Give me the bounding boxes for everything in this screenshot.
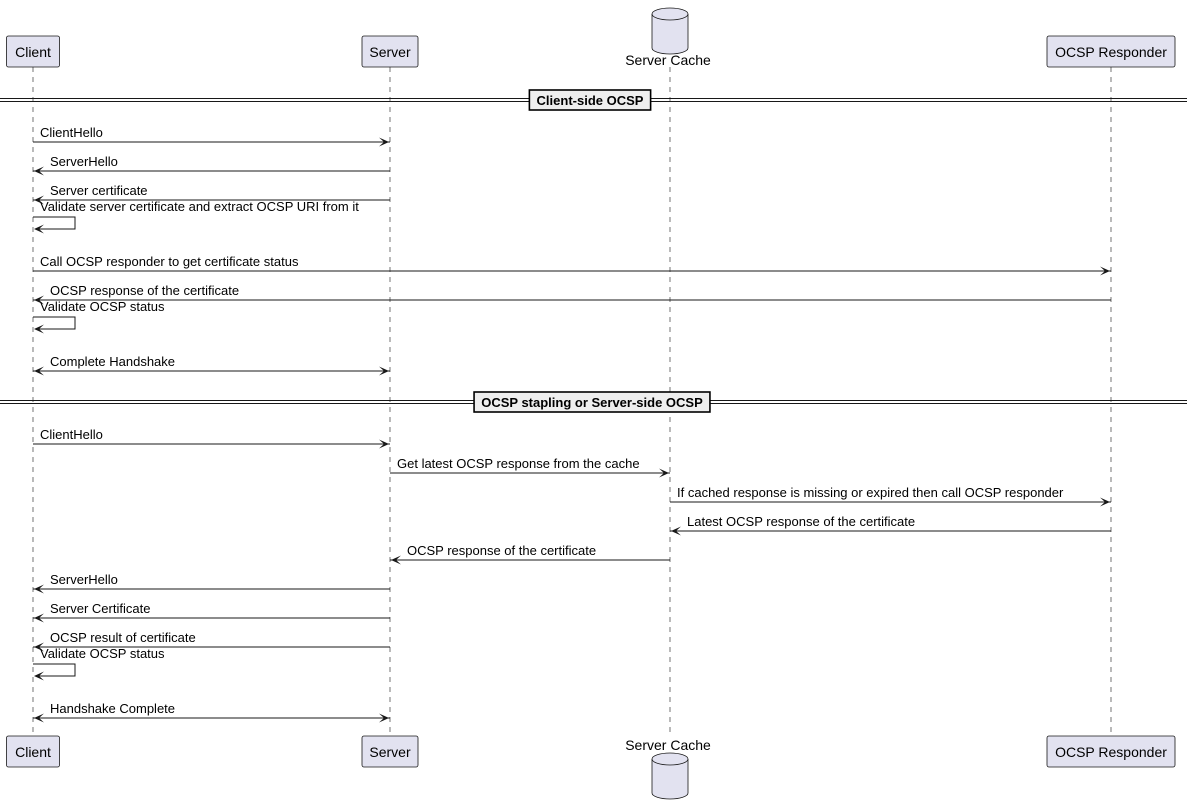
participant-cache-bottom: Server Cache — [625, 737, 711, 800]
message-label: Latest OCSP response of the certificate — [687, 514, 915, 529]
message: ServerHello — [33, 154, 390, 176]
message-label: ServerHello — [50, 572, 118, 587]
section-divider: OCSP stapling or Server-side OCSP — [0, 391, 1187, 413]
sections: Client-side OCSP OCSP stapling or Server-… — [0, 89, 1187, 413]
message-line — [33, 316, 76, 330]
arrowhead — [391, 555, 401, 565]
database-icon — [651, 7, 689, 55]
participant-client-top: Client — [6, 35, 60, 68]
participant-server-bottom: Server — [361, 735, 419, 768]
message-label: If cached response is missing or expired… — [677, 485, 1064, 500]
participant-label: OCSP Responder — [1055, 44, 1167, 60]
arrowhead — [34, 295, 44, 305]
message-label: Get latest OCSP response from the cache — [397, 456, 640, 471]
message: Validate server certificate and extract … — [33, 199, 359, 234]
arrowhead — [34, 613, 44, 623]
arrowhead — [379, 137, 389, 147]
participant-label: Client — [15, 44, 51, 60]
message-label: Validate OCSP status — [40, 646, 165, 661]
participant-label: OCSP Responder — [1055, 744, 1167, 760]
participant-ocsp-top: OCSP Responder — [1046, 35, 1176, 68]
participant-box — [6, 735, 60, 768]
arrowhead — [379, 713, 389, 723]
arrowhead — [1100, 497, 1110, 507]
participant-label: Server — [369, 44, 411, 60]
message-label: OCSP response of the certificate — [50, 283, 239, 298]
message: ServerHello — [33, 572, 390, 594]
message-label: Call OCSP responder to get certificate s… — [40, 254, 299, 269]
message-label: ClientHello — [40, 427, 103, 442]
message: Latest OCSP response of the certificate — [670, 514, 1111, 536]
arrowhead — [659, 468, 669, 478]
message-label: OCSP response of the certificate — [407, 543, 596, 558]
arrowhead — [34, 324, 44, 334]
arrowhead — [34, 584, 44, 594]
message: If cached response is missing or expired… — [670, 485, 1111, 507]
message-label: Complete Handshake — [50, 354, 175, 369]
message-label: OCSP result of certificate — [50, 630, 196, 645]
participant-ocsp-bottom: OCSP Responder — [1046, 735, 1176, 768]
message: Handshake Complete — [33, 701, 390, 723]
arrowhead — [379, 439, 389, 449]
arrowhead — [34, 366, 44, 376]
section-divider: Client-side OCSP — [0, 89, 1187, 111]
participant-box — [361, 735, 419, 768]
participant-client-bottom: Client — [6, 735, 60, 768]
arrowhead — [34, 195, 44, 205]
arrowhead — [1100, 266, 1110, 276]
message: OCSP response of the certificate — [33, 283, 1111, 305]
arrowhead — [34, 642, 44, 652]
section-title: OCSP stapling or Server-side OCSP — [481, 395, 703, 410]
message: OCSP response of the certificate — [390, 543, 670, 565]
message-label: Server certificate — [50, 183, 148, 198]
arrowhead — [379, 366, 389, 376]
participant-label: Client — [15, 744, 51, 760]
database-rim — [651, 758, 689, 766]
message: ClientHello — [33, 125, 390, 147]
message: Validate OCSP status — [33, 646, 165, 681]
participant-label: Server Cache — [625, 52, 711, 68]
participant-server-top: Server — [361, 35, 419, 68]
message: Server Certificate — [33, 601, 390, 623]
participant-cache-top: Server Cache — [625, 7, 711, 68]
message-label: Validate server certificate and extract … — [40, 199, 359, 214]
message: OCSP result of certificate — [33, 630, 390, 652]
participant-box — [1046, 35, 1176, 68]
arrowhead — [34, 166, 44, 176]
database-icon — [651, 752, 689, 800]
message: Server certificate — [33, 183, 390, 205]
message-line — [33, 663, 76, 677]
arrowhead — [671, 526, 681, 536]
message-label: Server Certificate — [50, 601, 150, 616]
message: Validate OCSP status — [33, 299, 165, 334]
message: Complete Handshake — [33, 354, 390, 376]
participant-box — [361, 35, 419, 68]
arrowhead — [34, 671, 44, 681]
section-title: Client-side OCSP — [537, 93, 644, 108]
database-rim — [651, 13, 689, 21]
participant-label: Server — [369, 744, 411, 760]
message: ClientHello — [33, 427, 390, 449]
participant-box — [1046, 735, 1176, 768]
message-label: ClientHello — [40, 125, 103, 140]
message-line — [33, 216, 76, 230]
message-label: ServerHello — [50, 154, 118, 169]
participant-label: Server Cache — [625, 737, 711, 753]
arrowhead — [34, 224, 44, 234]
message-label: Validate OCSP status — [40, 299, 165, 314]
arrowhead — [34, 713, 44, 723]
message: Get latest OCSP response from the cache — [390, 456, 670, 478]
section-title-box — [528, 89, 652, 111]
participant-box — [6, 35, 60, 68]
message: Call OCSP responder to get certificate s… — [33, 254, 1111, 276]
message-label: Handshake Complete — [50, 701, 175, 716]
section-title-box — [473, 391, 711, 413]
